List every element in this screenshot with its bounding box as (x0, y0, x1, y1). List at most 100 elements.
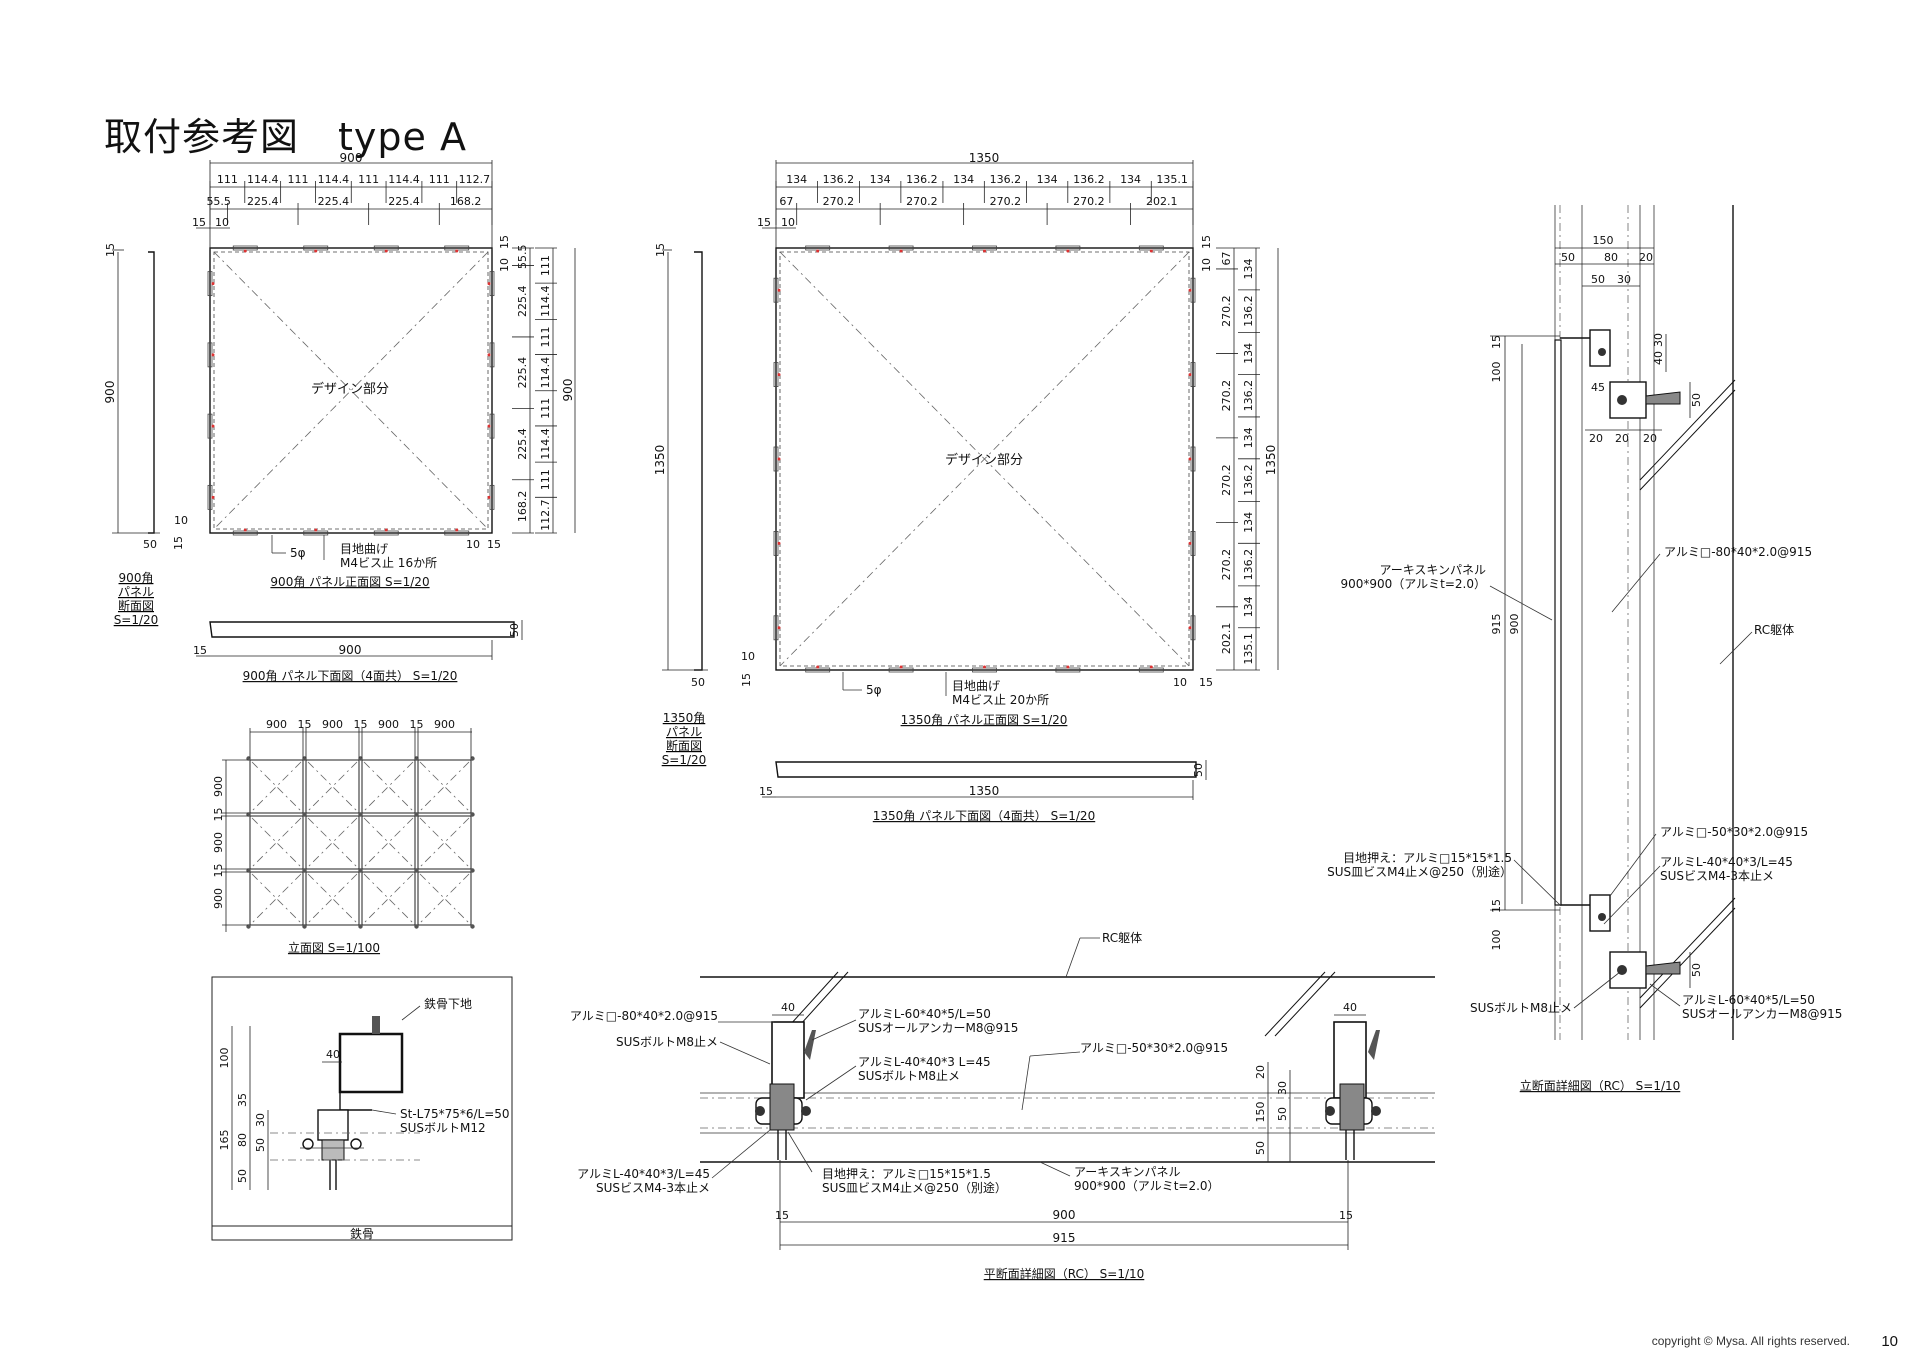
p1350-section-cap-0: 1350角 (663, 711, 706, 725)
p900-col2-dim-2: 111 (539, 326, 552, 347)
p900-bl-10: 10 (174, 514, 188, 527)
p1350-col2-dim-3: 136.2 (1242, 380, 1255, 412)
p1350-note2: M4ビス止 20か所 (952, 693, 1049, 707)
screw-mark (1188, 541, 1192, 545)
p900-right-total: 900 (561, 379, 575, 402)
vdet-label-joint2: SUS皿ビスM4止メ@250（別途） (1327, 864, 1512, 879)
vdet-label-anchor: SUSオールアンカーM8@915 (1682, 1007, 1842, 1021)
vdet-label-joint1: 目地押え：アルミ□15*15*1.5 (1343, 851, 1512, 865)
p1350-row1-dim-6: 134 (1037, 173, 1058, 186)
p1350-br-10: 10 (1173, 676, 1187, 689)
p900-right-15: 15 (498, 235, 511, 249)
screw-mark (777, 373, 781, 377)
p1350-row2-dim-0: 67 (779, 195, 793, 208)
grid-node (358, 924, 363, 929)
vdet-label-bolt: SUSボルトM8止メ (1470, 1001, 1572, 1015)
vertical-detail: 150 50 80 20 50 30 40 30 45 50 20 20 20 … (1327, 205, 1842, 1093)
vdet-top-20: 20 (1639, 251, 1653, 264)
p900-bl-15: 15 (172, 536, 185, 550)
vdet-label-angle60: アルミL-60*40*5/L=50 (1682, 993, 1815, 1007)
screw-mark (211, 353, 215, 357)
p900-col2-dim-4: 111 (539, 398, 552, 419)
screw-mark (1066, 249, 1070, 253)
plan-left-0: アルミ□-80*40*2.0@915 (570, 1009, 718, 1023)
p1350-section-height: 1350 (653, 445, 667, 476)
p1350-row2-dim-5: 202.1 (1146, 195, 1178, 208)
p900-section-top: 15 (104, 243, 117, 257)
steel-dim-40: 40 (326, 1048, 340, 1061)
screw-mark (1149, 249, 1153, 253)
p900-row1-dim-5: 114.4 (388, 173, 420, 186)
screw-mark (983, 665, 986, 669)
panel-900-section: 900 15 50 900角 パネル 断面図 S=1/20 (103, 243, 160, 627)
screw-mark (211, 424, 215, 428)
p1350-col2-dim-4: 134 (1242, 427, 1255, 448)
p1350-col2-dim-1: 136.2 (1242, 295, 1255, 327)
p900-row2-dim-1: 225.4 (247, 195, 279, 208)
plan-left-2: アルミL-40*40*3/L=45 (577, 1167, 710, 1181)
vdet-label-rc: RC躯体 (1754, 622, 1794, 637)
p1350-bottom-len: 1350 (969, 784, 1000, 798)
plan-center-label: アルミ□-50*30*2.0@915 (1080, 1041, 1228, 1055)
p900-caption: 900角 パネル正面図 S=1/20 (270, 575, 429, 589)
vdet-label-angle40: アルミL-40*40*3/L=45 (1660, 855, 1793, 869)
elev-left-dim-0: 900 (212, 776, 225, 797)
p1350-bottom-gap: 15 (759, 785, 773, 798)
p900-row1-dim-0: 111 (217, 173, 238, 186)
grid-node (414, 868, 419, 873)
screw-mark (816, 249, 820, 253)
p1350-col1-dim-3: 270.2 (1220, 464, 1233, 496)
plan-dim-40b: 40 (1343, 1001, 1357, 1014)
screw-mark (1188, 457, 1192, 461)
grid-node (358, 812, 363, 817)
elev-left-dim-1: 15 (212, 808, 225, 822)
p1350-row2-dim-3: 270.2 (990, 195, 1022, 208)
plan-dim-900: 900 (1053, 1208, 1076, 1222)
steel-dim-35: 35 (236, 1093, 249, 1107)
p900-row2-dim-4: 168.2 (450, 195, 482, 208)
copyright-text: copyright © Mysa. All rights reserved. (1651, 1334, 1850, 1348)
screw-mark (777, 288, 781, 292)
vdet-label-alumi50: アルミ□-50*30*2.0@915 (1660, 825, 1808, 839)
grid-node (470, 812, 475, 817)
steel-dim-100: 100 (218, 1048, 231, 1069)
elev-left-dim-4: 900 (212, 888, 225, 909)
p1350-row2-dim-2: 270.2 (906, 195, 938, 208)
plan-detail: 40 40 20 30 50 150 50 900 915 15 15 RC躯体… (570, 930, 1435, 1281)
p1350-br-15: 15 (1199, 676, 1213, 689)
p1350-col2-dim-5: 136.2 (1242, 464, 1255, 496)
elev-top-dim-4: 900 (378, 718, 399, 731)
p900-section-cap-2: 断面図 (118, 598, 154, 613)
screw-mark (777, 626, 781, 630)
screw-mark (211, 282, 215, 286)
plan-caption: 平断面詳細図（RC） S=1/10 (984, 1266, 1145, 1281)
p900-row2-dim-2: 225.4 (318, 195, 350, 208)
plan-dim-15b: 15 (1339, 1209, 1353, 1222)
elevation-panel (249, 815, 304, 870)
p900-br-15: 15 (487, 538, 501, 551)
p900-col1-dim-0: 55.5 (516, 245, 529, 270)
p900-note2: M4ビス止 16か所 (340, 556, 437, 570)
grid-node (302, 924, 307, 929)
elev-top-dim-2: 900 (322, 718, 343, 731)
p1350-col1-dim-1: 270.2 (1220, 295, 1233, 327)
p900-row1-dim-6: 111 (429, 173, 450, 186)
p1350-row1-dim-2: 134 (870, 173, 891, 186)
p1350-section-cap-2: 断面図 (666, 738, 702, 753)
vdet-left-100: 100 (1490, 362, 1503, 383)
elev-top-dim-3: 15 (354, 718, 368, 731)
steel-bottom-label: 鉄骨 (350, 1226, 374, 1241)
vdet-left-100b: 100 (1490, 930, 1503, 951)
elevation-panel (361, 871, 416, 926)
vdet-top-50: 50 (1561, 251, 1575, 264)
p1350-section-depth: 50 (691, 676, 705, 689)
screw-mark (487, 282, 491, 286)
elevation-panel (305, 871, 360, 926)
screw-mark (1149, 665, 1153, 669)
vdet-top-50b: 50 (1591, 273, 1605, 286)
screw-mark (487, 353, 491, 357)
p1350-row1-dim-7: 136.2 (1073, 173, 1105, 186)
plan-dim-15a: 15 (775, 1209, 789, 1222)
elev-left-dim-2: 900 (212, 832, 225, 853)
screw-mark (487, 424, 491, 428)
